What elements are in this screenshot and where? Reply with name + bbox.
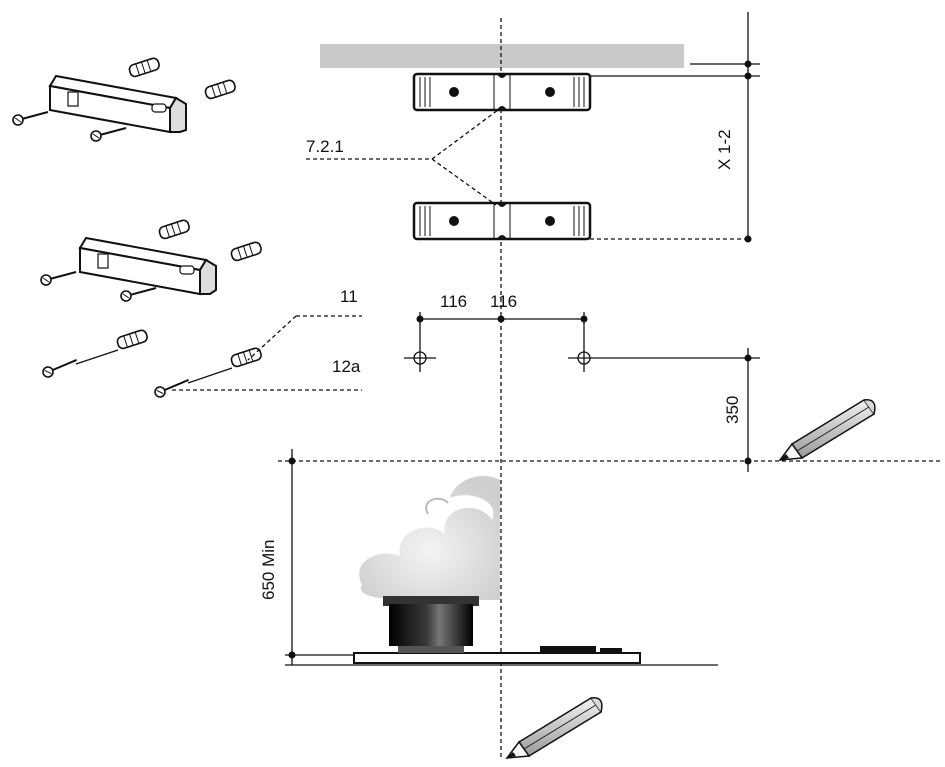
leader-11: 11 — [247, 287, 362, 361]
dimension-116: 116 116 — [416, 292, 588, 372]
screw-icon — [90, 127, 127, 142]
steam-icon — [359, 476, 500, 600]
dimension-650: 650 Min — [259, 449, 355, 665]
dimension-350: 350 — [723, 348, 752, 472]
pencil-icon — [506, 697, 603, 759]
ref-7-2-1-label: 7.2.1 — [306, 137, 344, 156]
drill-hole-left — [404, 351, 436, 365]
ref-11-label: 11 — [340, 287, 358, 306]
screw-icon — [12, 111, 49, 126]
wall-plug-icon — [203, 78, 238, 101]
wall-plug-icon — [127, 56, 162, 79]
ref-12a-label: 12a — [332, 357, 361, 376]
pencil-icon — [779, 399, 876, 461]
dim-x12-label: X 1-2 — [715, 129, 734, 170]
bracket-icon — [78, 236, 217, 296]
wall-plug-icon — [115, 328, 150, 351]
wall-plug-icon — [157, 218, 192, 241]
leader-12a: 12a — [172, 357, 362, 391]
lower-bracket — [412, 201, 592, 241]
dim-650-label: 650 Min — [259, 540, 278, 600]
screw-icon — [40, 358, 80, 379]
screw-icon — [120, 287, 157, 302]
wall-plug-icon — [229, 240, 264, 263]
upper-bracket — [412, 72, 592, 112]
dimension-x12: X 1-2 — [590, 12, 760, 243]
dim-116-right-label: 116 — [490, 292, 517, 311]
leader-7-2-1: 7.2.1 — [306, 109, 499, 206]
dim-350-label: 350 — [723, 396, 742, 424]
ceiling-bar — [320, 44, 684, 68]
wall-plug-icon — [229, 346, 264, 369]
screw-icon — [40, 271, 77, 286]
pot-icon — [383, 596, 479, 653]
hob-icon — [285, 646, 718, 666]
dim-116-left-label: 116 — [440, 292, 467, 311]
screw-icon — [152, 378, 192, 399]
bracket-icon — [48, 74, 187, 134]
drill-hole-right — [568, 351, 760, 365]
